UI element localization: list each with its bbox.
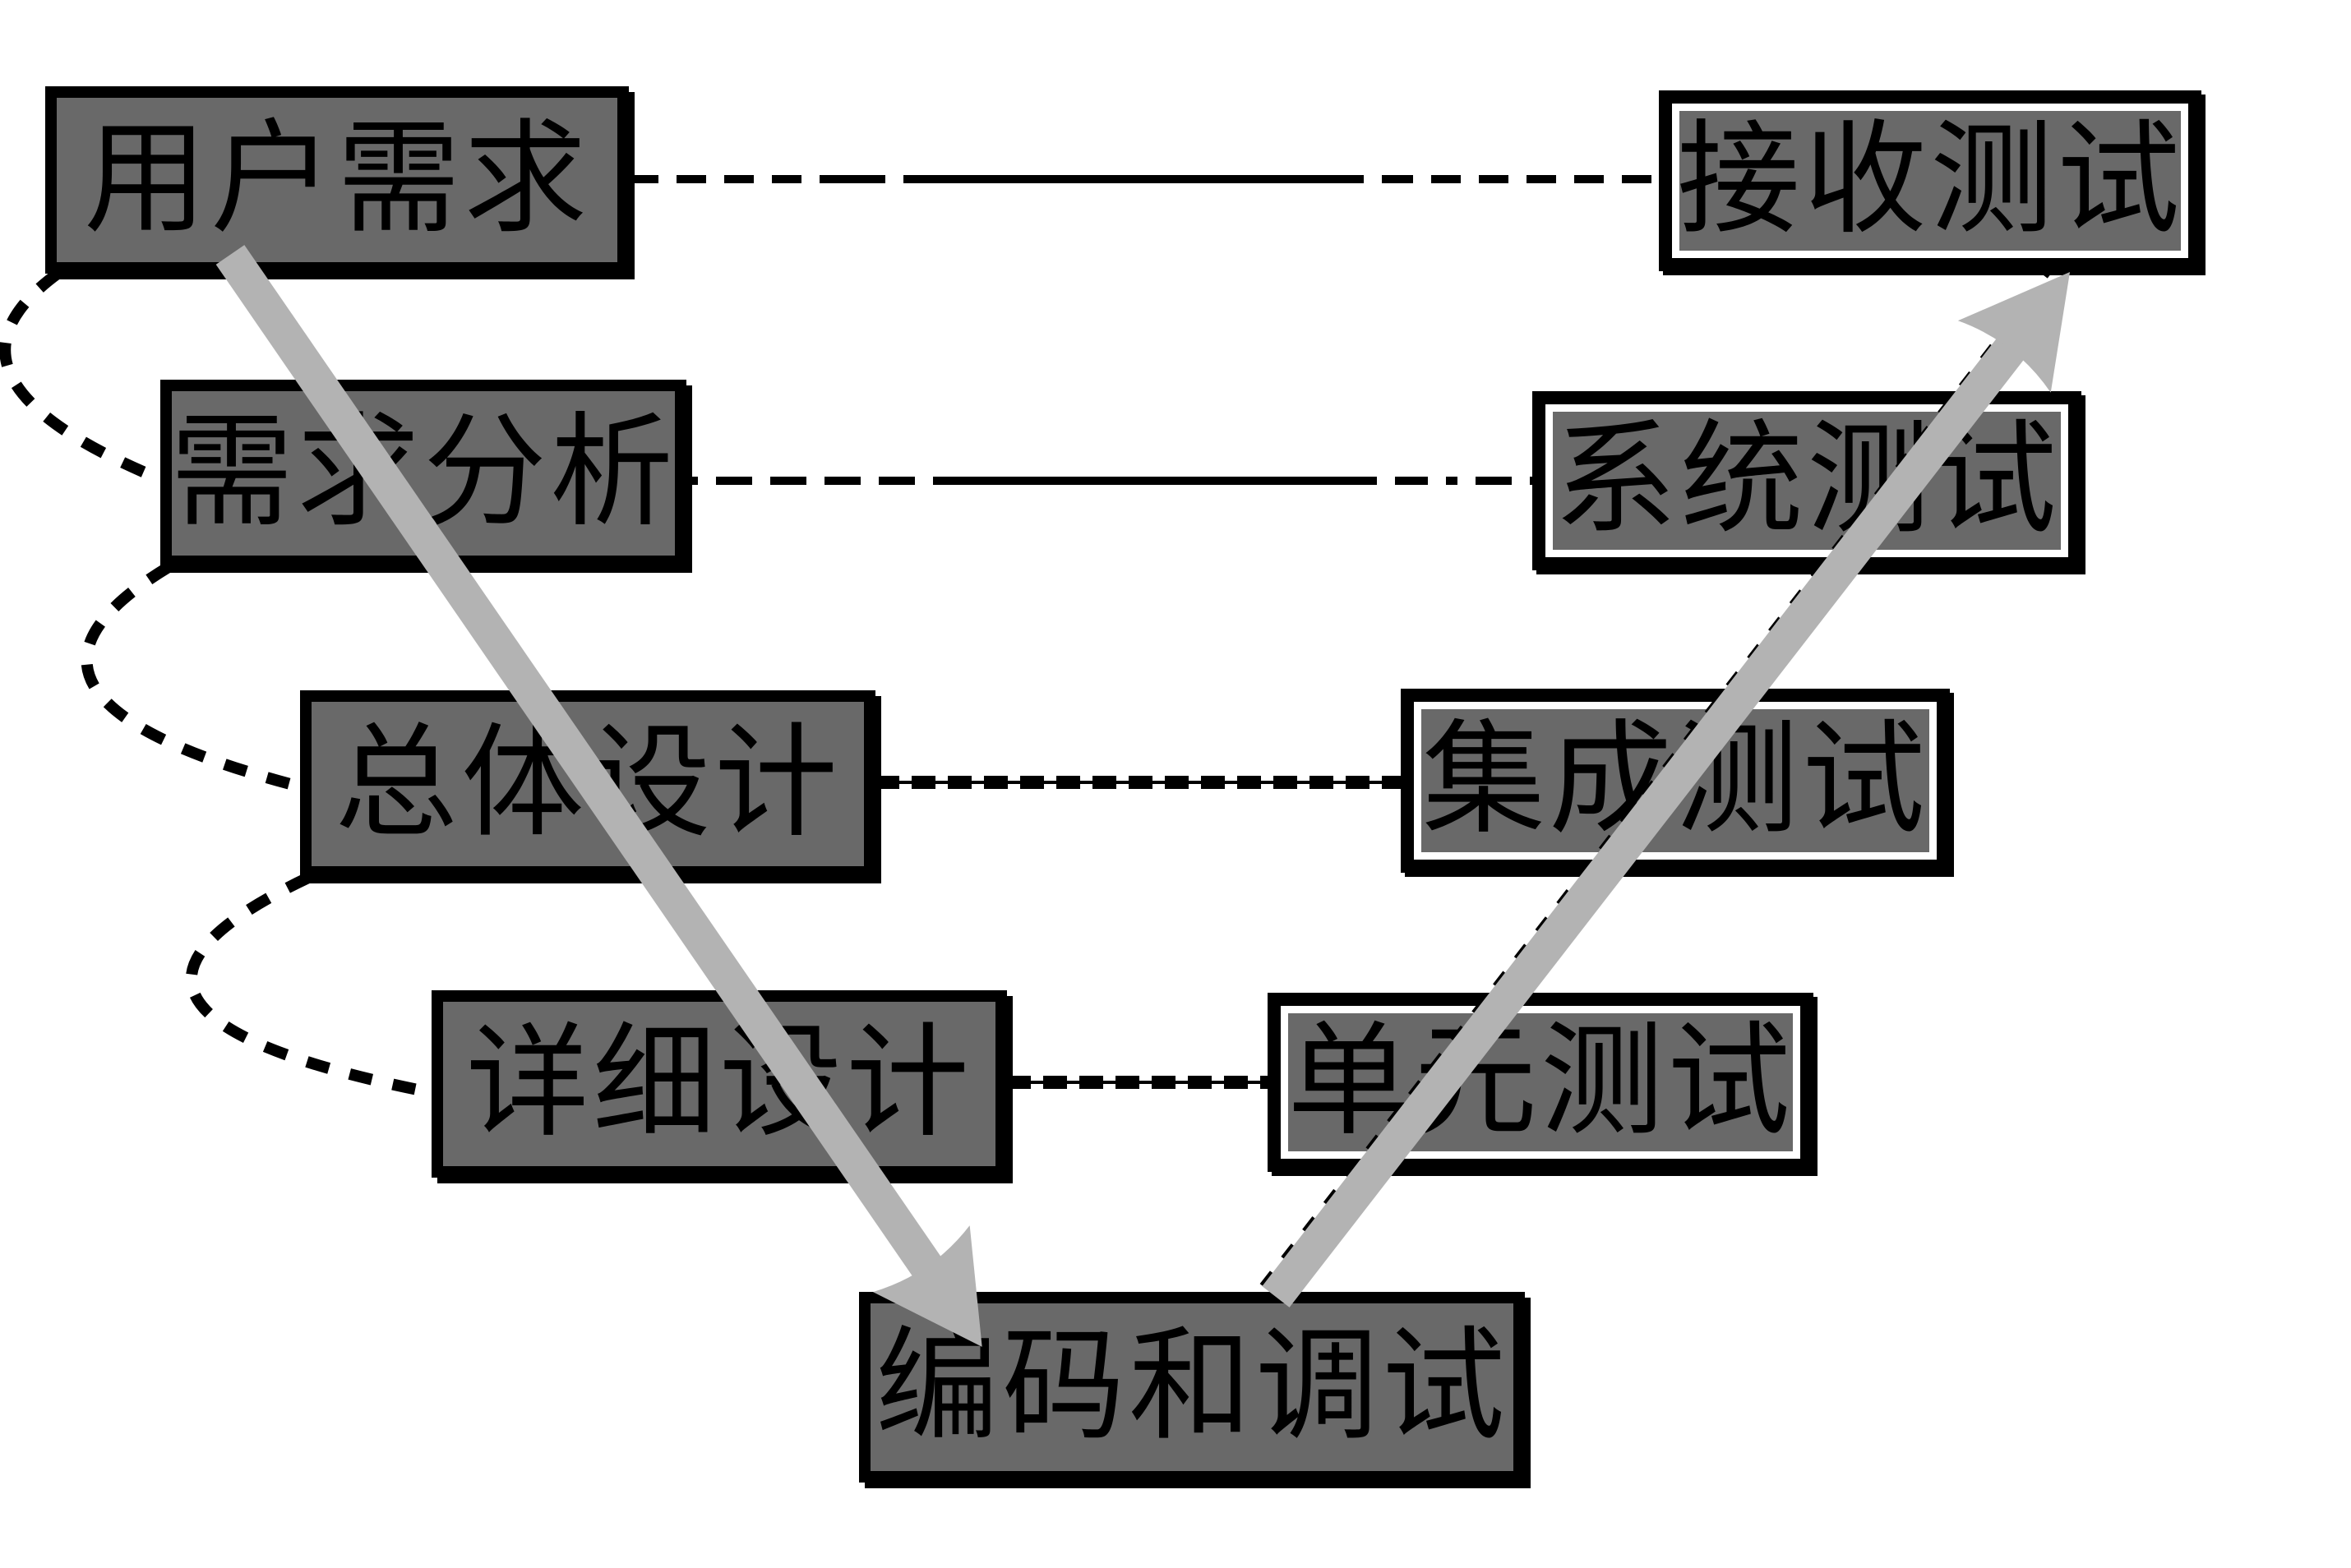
node-coding-and-debugging: 编码和调试 — [859, 1292, 1525, 1483]
node-overall-design-label: 总体设计 — [334, 716, 841, 852]
node-acceptance-testing: 接收测试 — [1659, 90, 2201, 271]
node-system-testing: 系统测试 — [1532, 391, 2081, 570]
node-unit-testing-label: 单元测试 — [1286, 1014, 1794, 1151]
node-detailed-design: 详细设计 — [432, 990, 1007, 1178]
node-requirements-analysis-label: 需求分析 — [170, 405, 677, 542]
node-overall-design: 总体设计 — [300, 690, 875, 878]
node-unit-testing: 单元测试 — [1268, 993, 1813, 1172]
node-requirements-analysis: 需求分析 — [160, 380, 686, 567]
node-detailed-design-label: 详细设计 — [465, 1016, 972, 1152]
node-system-testing-label: 系统测试 — [1553, 413, 2060, 549]
node-integration-testing-label: 集成测试 — [1421, 713, 1928, 849]
arc-req-analysis-to-overall-design — [81, 562, 304, 793]
node-user-requirements-label: 用户需求 — [83, 112, 590, 248]
arc-overall-design-to-detail-design — [185, 872, 436, 1099]
node-acceptance-testing-label: 接收测试 — [1676, 113, 2183, 249]
node-integration-testing: 集成测试 — [1401, 689, 1950, 873]
arc-user-req-to-req-analysis — [0, 269, 167, 487]
node-user-requirements: 用户需求 — [45, 86, 629, 274]
node-coding-and-debugging-label: 编码和调试 — [875, 1319, 1508, 1455]
